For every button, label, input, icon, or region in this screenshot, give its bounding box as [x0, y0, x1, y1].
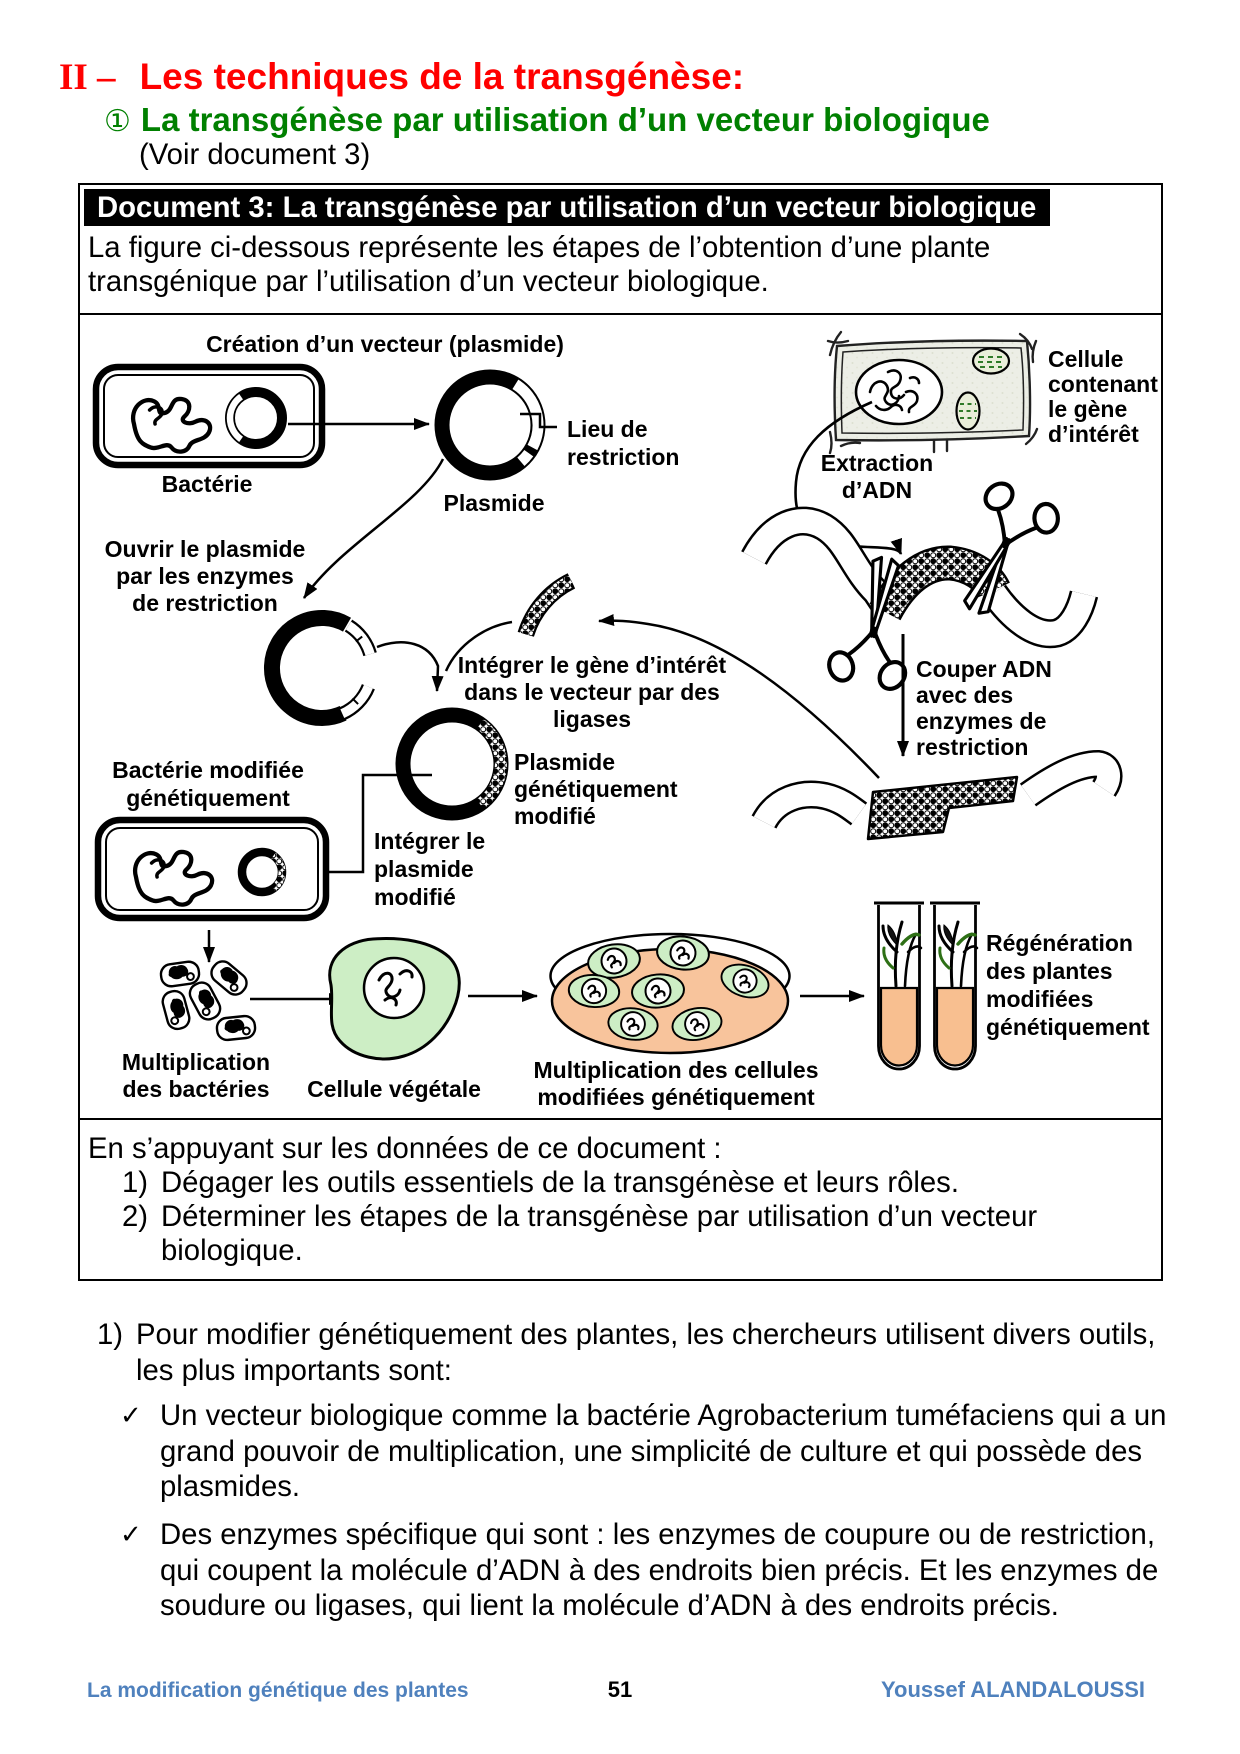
- see-document-note: (Voir document 3): [139, 138, 371, 171]
- label-cellule-gene: Cellule contenant le gène d’intérêt: [1048, 346, 1158, 447]
- checkmark-icon: ✓: [120, 1400, 142, 1430]
- label-multiplication-cellules: Multiplication des cellules modifiées gé…: [533, 1057, 819, 1110]
- cell-wall-ticks: [826, 330, 1039, 455]
- label-couper-adn: Couper ADN avec des enzymes de restricti…: [916, 656, 1052, 760]
- cut-dna-pieces: [751, 749, 1123, 841]
- document-heading: Document 3: La transgénèse par utilisati…: [97, 191, 1037, 224]
- label-bacterie: Bactérie: [161, 471, 253, 497]
- section-number: II –: [59, 57, 116, 98]
- open-plasmid: [263, 610, 377, 726]
- bullet-1-text: Un vecteur biologique comme la bactérie …: [160, 1399, 1167, 1503]
- chloroplast: [971, 347, 1011, 375]
- questions-intro: En s’appuyant sur les données de ce docu…: [88, 1132, 722, 1165]
- subsection-title-line: ① La transgénèse par utilisation d’un vec…: [104, 102, 990, 140]
- label-integrer-gene: Intégrer le gène d’intérêt dans le vecte…: [457, 652, 727, 732]
- label-creation-vecteur: Création d’un vecteur (plasmide): [206, 331, 564, 357]
- label-ouvrir-plasmide: Ouvrir le plasmide par les enzymes de re…: [104, 536, 306, 616]
- footer-page-number: 51: [607, 1677, 633, 1702]
- document-description: La figure ci-dessous représente les étap…: [88, 231, 991, 298]
- bullet-2-text: Des enzymes spécifique qui sont : les en…: [160, 1518, 1159, 1622]
- question-1-number: 1): [122, 1166, 149, 1199]
- petri-dish: [549, 932, 791, 1055]
- label-regeneration: Régénération des plantes modifiées génét…: [986, 930, 1150, 1040]
- modified-plasmid: [291, 707, 509, 878]
- question-2-number: 2): [122, 1200, 149, 1233]
- answer-1-text: Pour modifier génétiquement des plantes,…: [136, 1318, 1156, 1387]
- arrows-merge-into-vector: [376, 620, 513, 692]
- dna-band-group: [741, 473, 1099, 697]
- label-lieu-restriction: Lieu de restriction: [567, 416, 680, 470]
- checkmark-icon: ✓: [120, 1519, 142, 1549]
- test-tube: [874, 901, 924, 1071]
- question-2-text: Déterminer les étapes de la transgénèse …: [161, 1200, 1038, 1267]
- plant-sprout: [881, 920, 923, 988]
- donor-cell: [826, 330, 1039, 455]
- document-heading-bar: [84, 189, 1050, 226]
- label-extraction-adn: Extraction d’ADN: [820, 450, 934, 503]
- footer-right: Youssef ALANDALOUSSI: [880, 1677, 1145, 1702]
- label-cellule-vegetale: Cellule végétale: [307, 1076, 481, 1102]
- separator-bottom: [78, 1118, 1163, 1120]
- bacterium-source: [92, 363, 326, 469]
- label-multiplication-bacteries: Multiplication des bactéries: [121, 1049, 271, 1102]
- chloroplast: [955, 391, 981, 431]
- question-1-text: Dégager les outils essentiels de la tran…: [161, 1166, 959, 1199]
- plasmid: [434, 369, 557, 481]
- subsection-title: La transgénèse par utilisation d’un vect…: [140, 101, 990, 138]
- test-tubes: [874, 901, 982, 1071]
- bacteria-cluster: [158, 956, 258, 1043]
- modified-bacterium: [94, 816, 330, 922]
- arrow-cut-dna-to-fragment: [598, 614, 880, 779]
- plant-cell: [328, 937, 461, 1061]
- document-box: [78, 183, 1163, 1281]
- nucleus-dna: [868, 369, 921, 414]
- label-plasmide: Plasmide: [443, 490, 545, 516]
- label-bacterie-modifiee: Bactérie modifiée génétiquement: [112, 757, 304, 811]
- restriction-site-callout: [520, 412, 557, 429]
- cut-gene-piece: [866, 775, 1019, 841]
- footer-left: La modification génétique des plantes: [87, 1679, 469, 1702]
- separator-top: [78, 313, 1163, 315]
- circled-one-icon: ①: [104, 104, 131, 139]
- answer-1-number: 1): [97, 1318, 124, 1351]
- label-plasmide-modifie: Plasmide génétiquement modifié: [514, 749, 678, 829]
- page-title: II – Les techniques de la transgénèse:: [59, 57, 744, 98]
- label-integrer-plasmide: Intégrer le plasmide modifié: [374, 828, 486, 910]
- gene-fragment: [517, 573, 576, 638]
- section-title: Les techniques de la transgénèse:: [139, 56, 745, 97]
- arrow-plasmid-to-open-plasmid: [302, 458, 445, 599]
